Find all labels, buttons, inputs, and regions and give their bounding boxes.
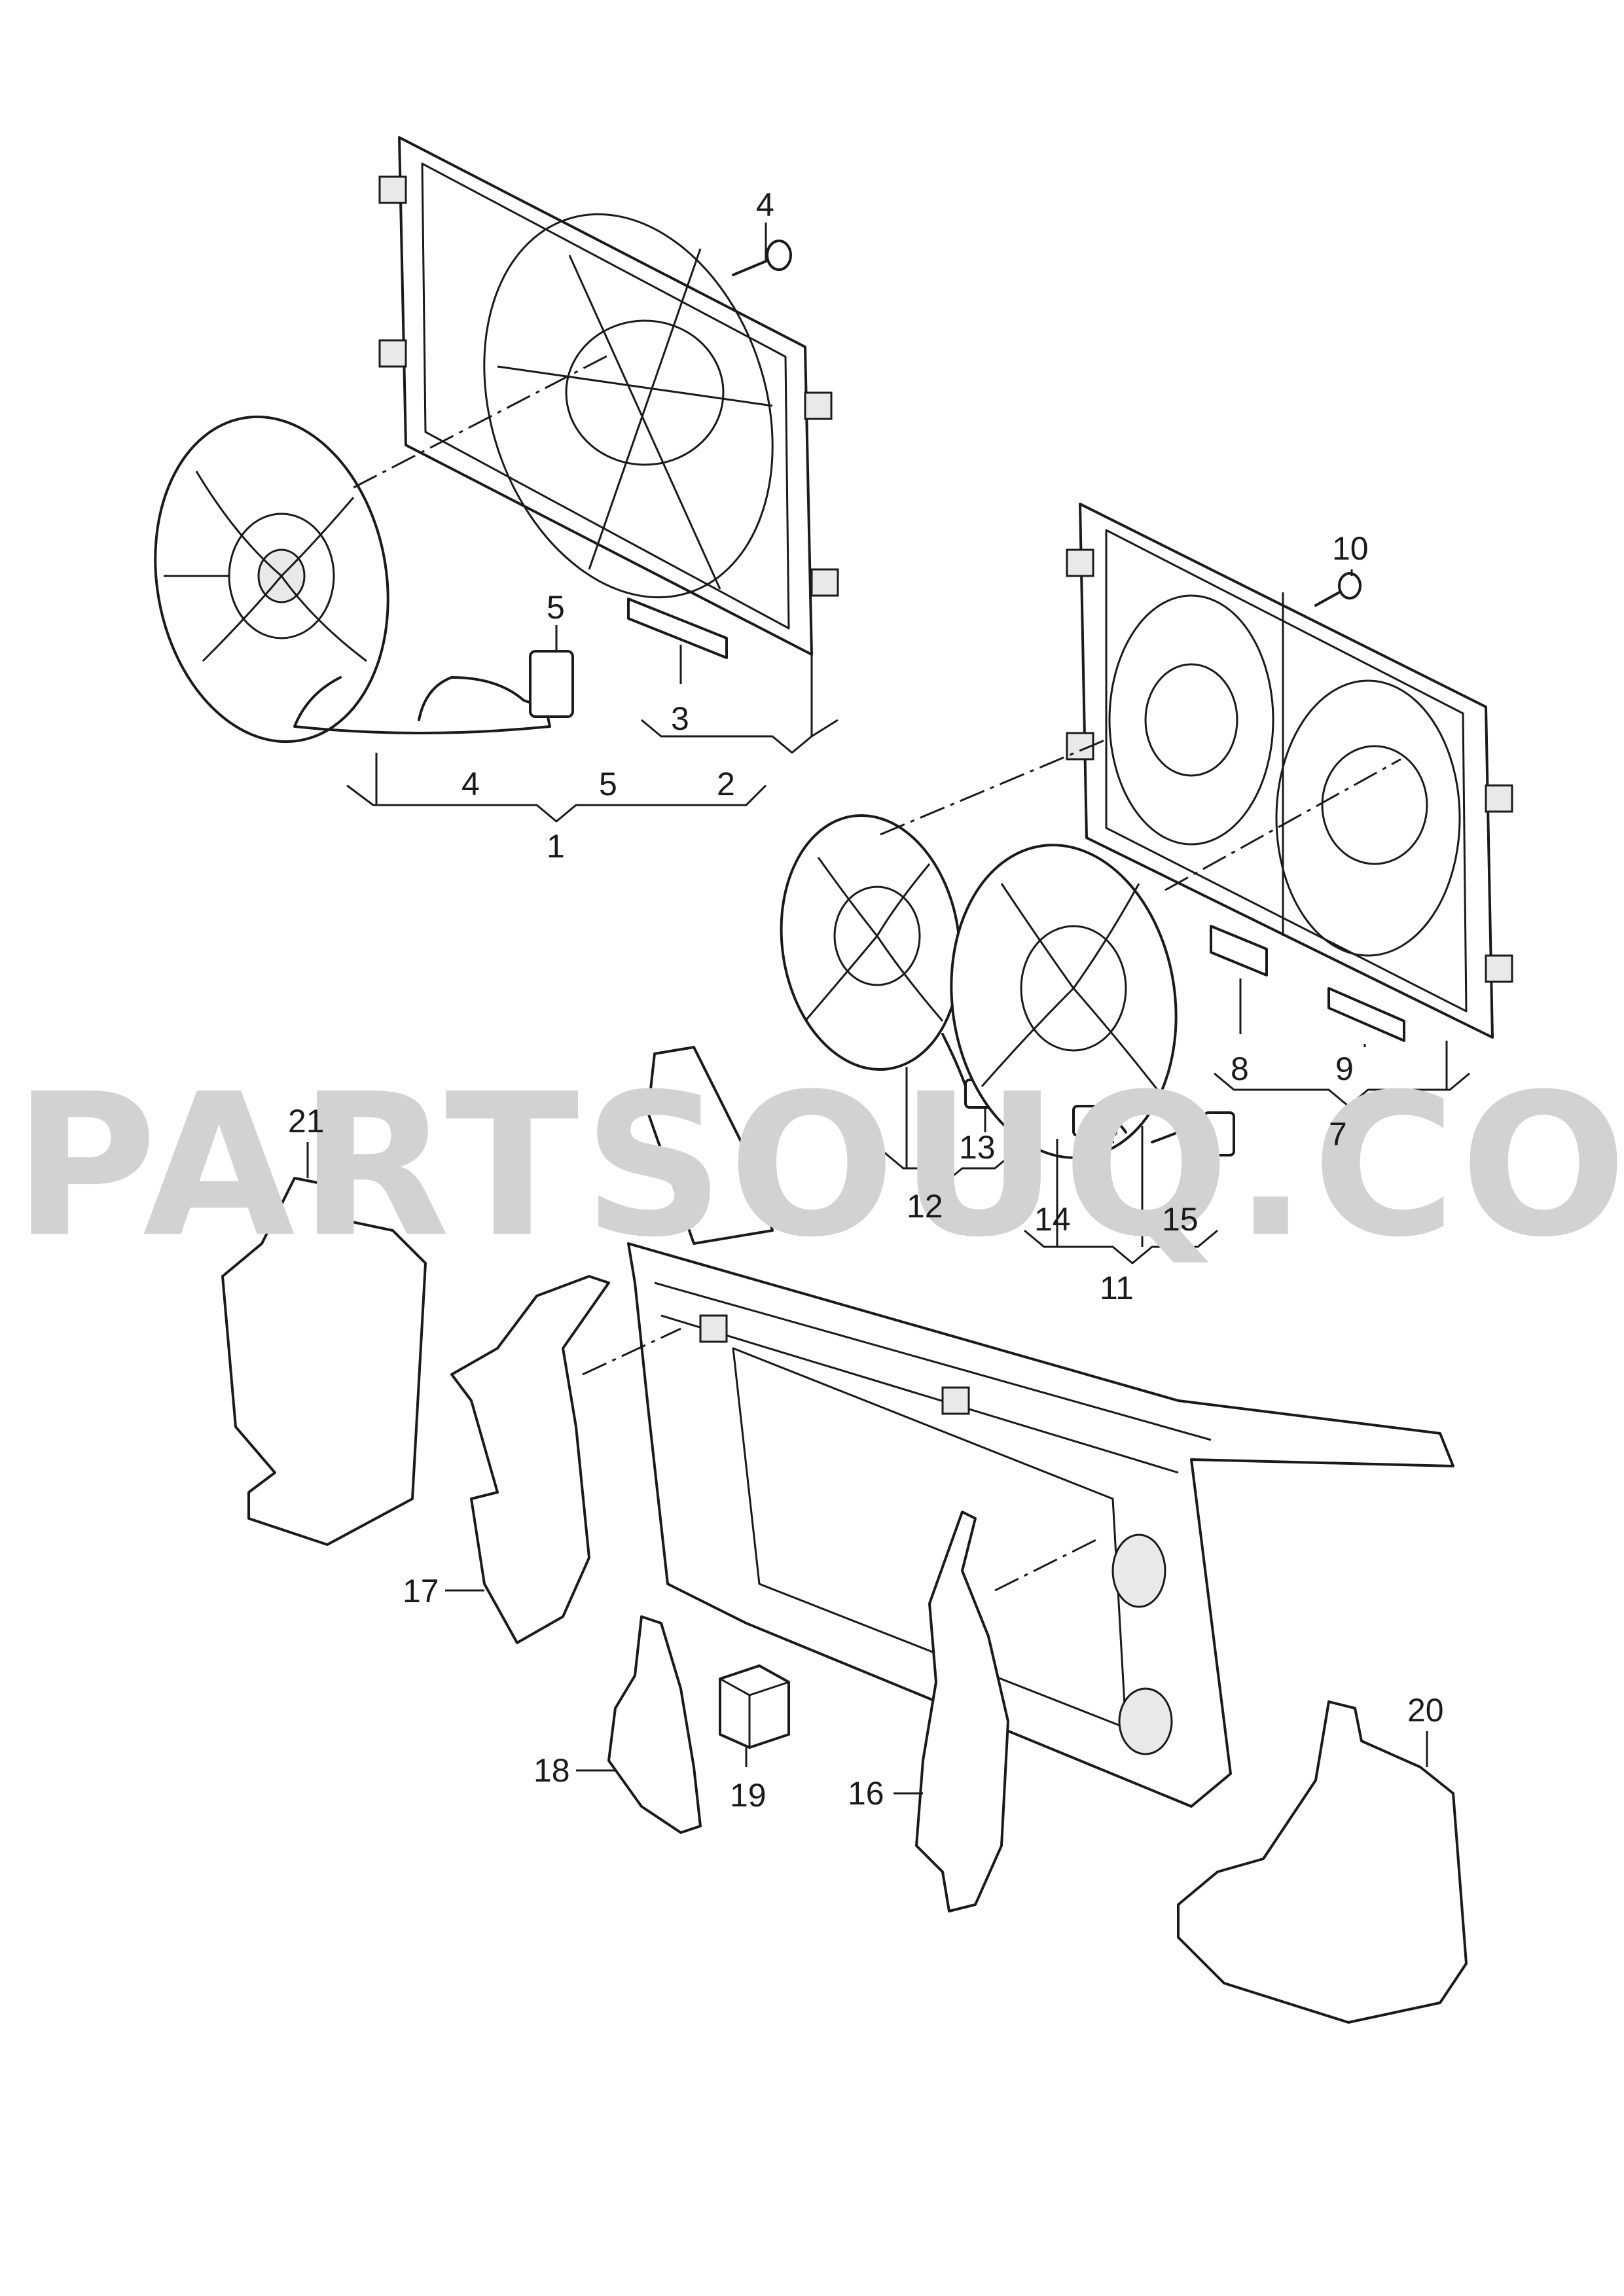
callout-11: 11 [1100, 1270, 1134, 1306]
callout-3: 3 [671, 700, 689, 737]
callout-4: 4 [756, 187, 774, 223]
callout-13: 13 [959, 1129, 996, 1166]
callout-20: 20 [1407, 1692, 1444, 1729]
callout-15: 15 [1162, 1201, 1199, 1238]
air-guide-item-21 [221, 1177, 427, 1546]
leader-lines [306, 223, 1470, 1795]
watermark: PARTSOUQ.COM [13, 1052, 1624, 1280]
sealing-strip-upper [627, 598, 728, 659]
callout-17: 17 [403, 1573, 439, 1609]
callout-1: 1 [547, 828, 565, 865]
callout-9: 9 [1335, 1050, 1354, 1087]
callout-16: 16 [848, 1775, 884, 1812]
callout-5-sub: 5 [599, 766, 617, 802]
bolt-item-4 [732, 240, 792, 276]
air-guide-item-20 [1177, 1700, 1468, 2024]
callout-21: 21 [288, 1103, 325, 1139]
callout-19: 19 [730, 1777, 767, 1814]
fan-shroud-lower [1066, 503, 1513, 1039]
sealing-strip-item-8 [1210, 925, 1268, 977]
callout-10: 10 [1332, 530, 1369, 567]
callout-7: 7 [1329, 1116, 1347, 1153]
fan-shroud-upper [378, 136, 839, 656]
wiring-harness-upper [293, 650, 574, 734]
buffer-item-19 [719, 1664, 790, 1749]
callout-4-sub: 4 [461, 766, 480, 802]
air-duct-item-17 [450, 1275, 610, 1644]
callout-12: 12 [907, 1188, 943, 1225]
bolt-item-10 [1314, 572, 1362, 607]
air-guide-item-16 [915, 1511, 1009, 1912]
sealing-strip-item-9 [1327, 987, 1405, 1042]
fan-wheel-large [950, 844, 1235, 1159]
callout-labels: 4 5 3 4 5 2 1 10 8 9 7 13 12 14 15 11 21… [288, 187, 1444, 1814]
air-guide-item-18 [607, 1615, 702, 1834]
lock-carrier [627, 1046, 1454, 1808]
callout-18: 18 [533, 1752, 570, 1789]
callout-2: 2 [717, 766, 735, 802]
callout-14: 14 [1034, 1201, 1071, 1238]
fan-wheel-upper [154, 415, 389, 744]
callout-5: 5 [547, 589, 565, 626]
callout-8: 8 [1231, 1050, 1249, 1087]
